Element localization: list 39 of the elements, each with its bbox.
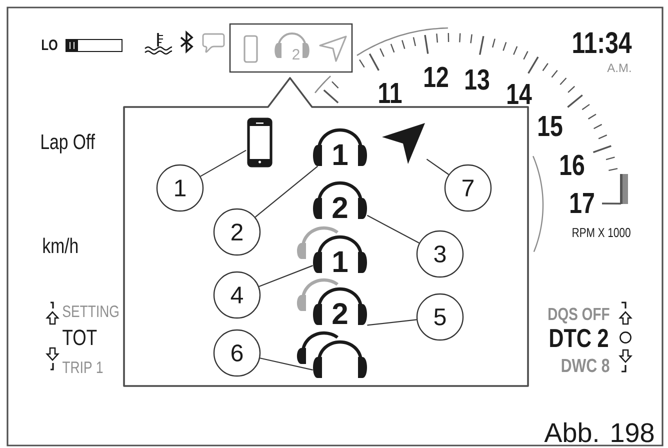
selected-mode: DTC 2	[550, 328, 608, 348]
phone-icon	[247, 118, 272, 168]
leader-line	[258, 265, 313, 287]
navigation-arrow-icon	[382, 123, 425, 164]
headset-number: 2	[292, 49, 300, 60]
callout-number: 5	[416, 293, 464, 341]
rpm-scale-number: 14	[508, 84, 532, 104]
callout-number: 6	[213, 329, 261, 377]
clock-period: A.M.	[607, 64, 631, 72]
mode-option: DWC 8	[562, 358, 610, 372]
leader-line	[426, 158, 449, 175]
leader-line	[366, 214, 420, 244]
rpm-scale-number: 11	[379, 83, 402, 103]
figure-number: Abb. 198	[544, 422, 654, 442]
speed-unit-label: km/h	[43, 238, 78, 254]
leader-line	[254, 166, 318, 218]
rpm-scale-number: 17	[570, 193, 594, 213]
mode-option: DQS OFF	[548, 308, 610, 324]
leader-line	[260, 358, 313, 370]
callout-number: 3	[416, 230, 464, 278]
rpm-scale-number: 13	[466, 69, 490, 90]
callout-number: 1	[156, 164, 204, 212]
rpm-scale-number: 12	[424, 66, 448, 87]
leader-line	[200, 150, 246, 177]
rpm-unit-label: RPM X 1000	[572, 228, 630, 238]
rpm-scale-number: 16	[560, 154, 584, 176]
callout-number: 4	[213, 271, 261, 319]
rpm-scale-number: 15	[538, 116, 562, 136]
double-headset-icon	[297, 331, 367, 378]
fuel-low-label: LO	[42, 40, 58, 50]
callout-number: 7	[444, 164, 492, 212]
clock-time: 11:34	[573, 32, 632, 54]
menu-option: TRIP 1	[62, 362, 103, 373]
status-bar-box	[229, 23, 353, 73]
menu-option: SETTING	[62, 305, 118, 318]
lap-timer-label: Lap Off	[42, 134, 96, 154]
leader-line	[367, 319, 417, 326]
callout-number: 2	[213, 208, 261, 256]
selected-menu-option: TOT	[62, 330, 97, 346]
